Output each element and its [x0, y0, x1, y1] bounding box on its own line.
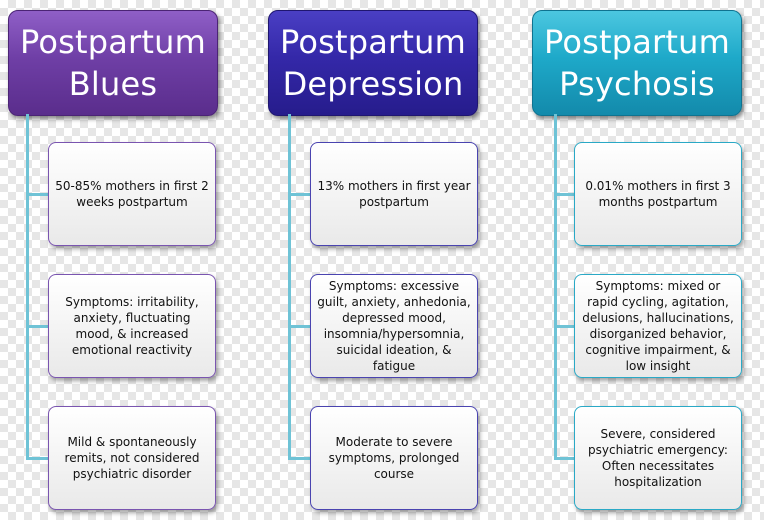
card-text: 13% mothers in first year postpartum — [317, 179, 471, 209]
header-postpartum-psychosis: Postpartum Psychosis — [532, 10, 742, 116]
connector-horizontal — [554, 325, 574, 328]
card-text: Mild & spontaneously remits, not conside… — [64, 435, 200, 481]
card-symptoms: Symptoms: mixed or rapid cycling, agitat… — [574, 274, 742, 378]
card-text: 0.01% mothers in first 3 months postpart… — [585, 179, 731, 209]
connector-horizontal — [288, 325, 310, 328]
header-title-line2: Psychosis — [559, 65, 715, 103]
connector-vertical — [26, 114, 29, 459]
card-prevalence: 0.01% mothers in first 3 months postpart… — [574, 142, 742, 246]
card-text: Severe, considered psychiatric emergency… — [588, 427, 728, 489]
card-text: Symptoms: irritability, anxiety, fluctua… — [65, 295, 199, 357]
connector-horizontal — [554, 193, 574, 196]
column-postpartum-depression: Postpartum Depression 13% mothers in fir… — [264, 0, 504, 520]
connector-horizontal — [26, 325, 48, 328]
connector-horizontal — [288, 457, 310, 460]
column-postpartum-psychosis: Postpartum Psychosis 0.01% mothers in fi… — [528, 0, 764, 520]
header-postpartum-blues: Postpartum Blues — [8, 10, 218, 116]
connector-horizontal — [288, 193, 310, 196]
card-text: Symptoms: excessive guilt, anxiety, anhe… — [317, 279, 471, 373]
card-text: 50-85% mothers in first 2 weeks postpart… — [55, 179, 209, 209]
header-title-line1: Postpartum — [543, 23, 731, 61]
connector-horizontal — [26, 193, 48, 196]
card-prevalence: 13% mothers in first year postpartum — [310, 142, 478, 246]
column-postpartum-blues: Postpartum Blues 50-85% mothers in first… — [8, 0, 248, 520]
connector-horizontal — [26, 457, 48, 460]
card-severity: Moderate to severe symptoms, prolonged c… — [310, 406, 478, 510]
card-severity: Mild & spontaneously remits, not conside… — [48, 406, 216, 510]
header-title-line2: Blues — [68, 65, 158, 103]
card-prevalence: 50-85% mothers in first 2 weeks postpart… — [48, 142, 216, 246]
connector-vertical — [288, 114, 291, 459]
card-text: Moderate to severe symptoms, prolonged c… — [328, 435, 460, 481]
card-symptoms: Symptoms: excessive guilt, anxiety, anhe… — [310, 274, 478, 378]
header-title-line2: Depression — [282, 65, 464, 103]
card-severity: Severe, considered psychiatric emergency… — [574, 406, 742, 510]
card-text: Symptoms: mixed or rapid cycling, agitat… — [582, 279, 734, 373]
header-postpartum-depression: Postpartum Depression — [268, 10, 478, 116]
card-symptoms: Symptoms: irritability, anxiety, fluctua… — [48, 274, 216, 378]
header-title-line1: Postpartum — [19, 23, 207, 61]
header-title-line1: Postpartum — [279, 23, 467, 61]
connector-horizontal — [554, 457, 574, 460]
connector-vertical — [554, 114, 557, 459]
